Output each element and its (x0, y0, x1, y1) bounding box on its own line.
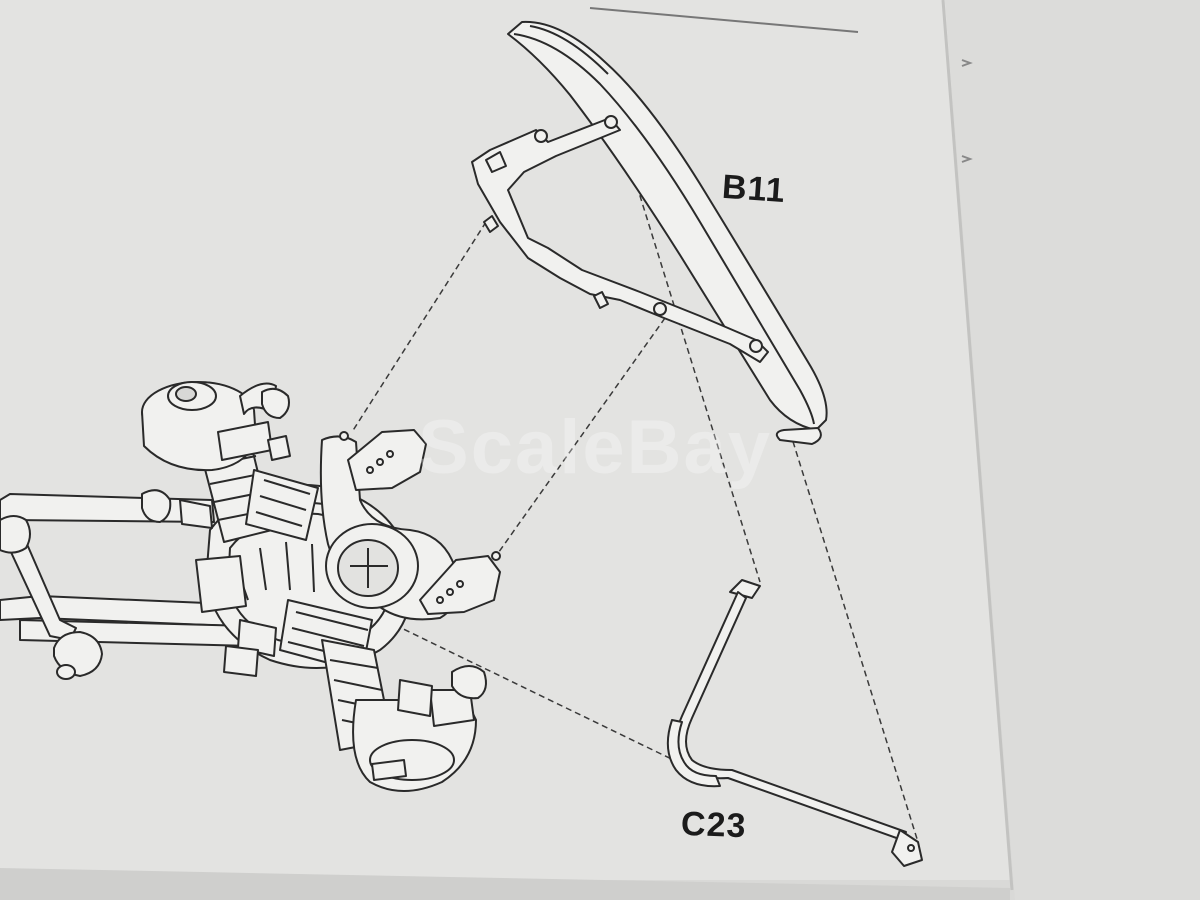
margin-mark (961, 59, 973, 67)
page-fold (941, 0, 1014, 891)
right-page-edge (945, 0, 1200, 900)
margin-mark (961, 155, 973, 163)
part-b11 (471, 20, 828, 445)
engine-assembly (0, 381, 501, 792)
watermark-text: ScaleBay (418, 405, 773, 490)
part-label-c23: C23 (680, 804, 748, 846)
part-label-b11: B11 (720, 167, 787, 211)
header-rule (589, 7, 859, 33)
part-c23 (666, 579, 923, 867)
guide-lines (351, 137, 919, 843)
page-bottom-shadow (0, 868, 1010, 900)
